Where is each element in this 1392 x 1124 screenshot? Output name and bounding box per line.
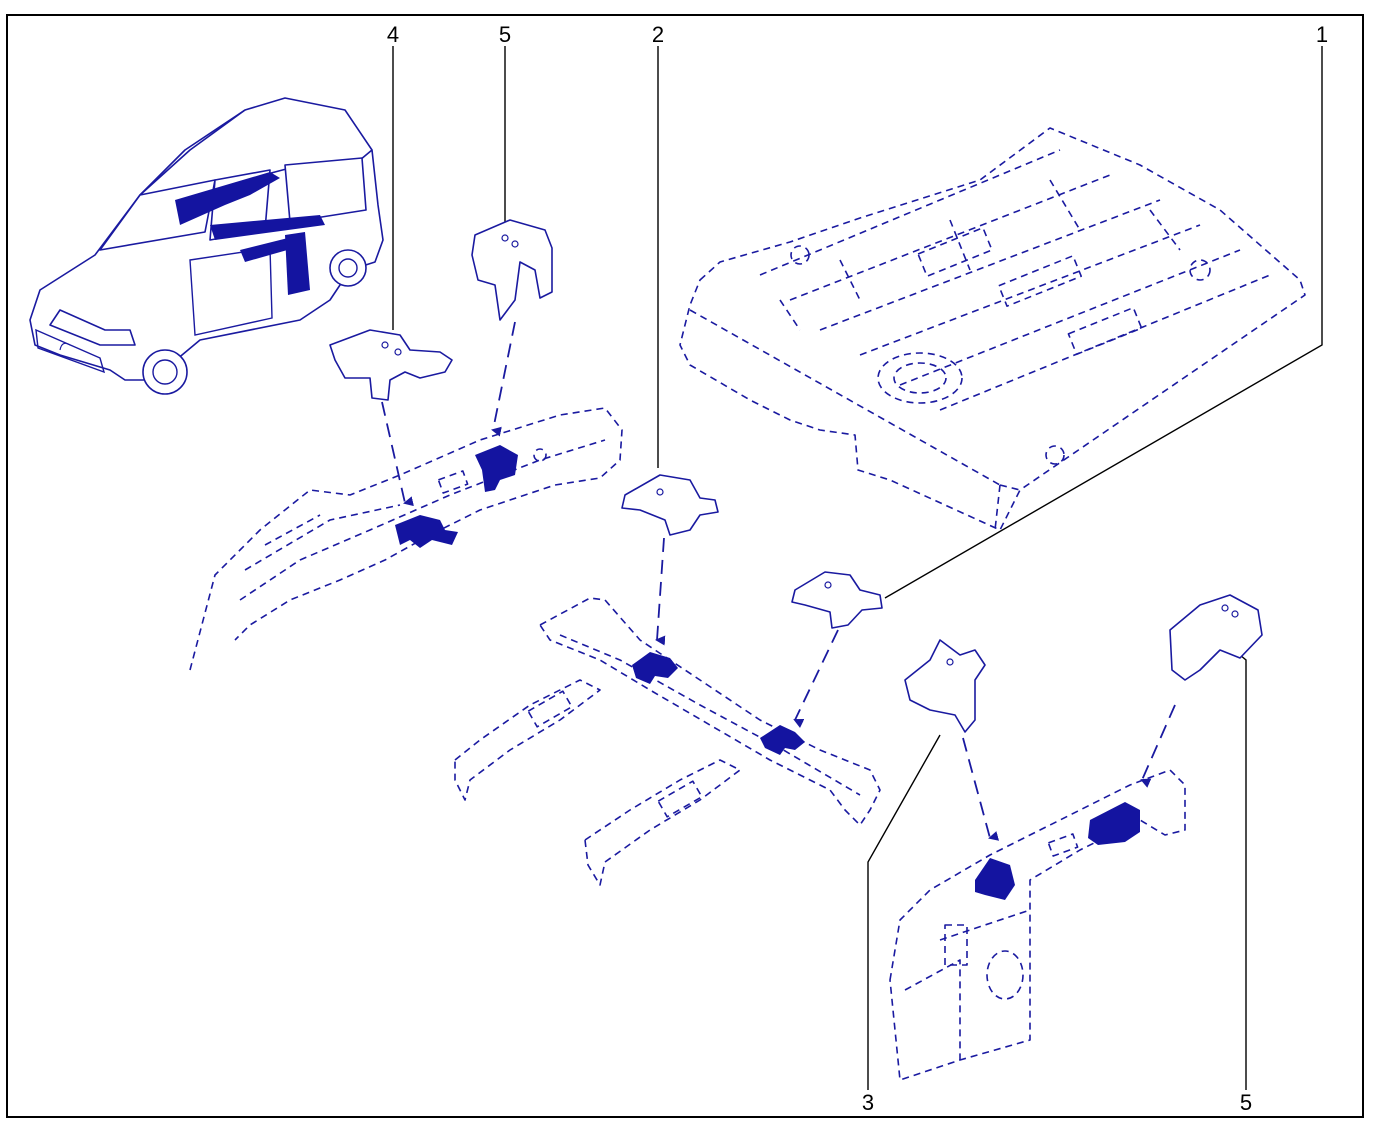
callout-label-4: 4 [387, 22, 399, 47]
arrow-part-1 [793, 629, 839, 728]
arrow-part-5-upper [491, 321, 516, 437]
middle-crossmember [454, 597, 881, 886]
installed-bracket-2 [632, 652, 678, 684]
installed-bracket-5-lower [1088, 802, 1140, 845]
callout-label-3: 3 [862, 1090, 874, 1115]
bracket-part-1 [791, 571, 883, 629]
arrow-part-5-lower [1140, 704, 1176, 788]
callout-label-1: 1 [1316, 22, 1328, 47]
bracket-part-4 [329, 329, 453, 401]
bracket-part-3 [904, 639, 986, 733]
installed-bracket-3 [975, 858, 1015, 900]
bracket-part-5-upper [471, 219, 553, 321]
front-side-member [189, 407, 623, 671]
rear-side-member [889, 769, 1186, 1081]
installed-bracket-5-upper [475, 445, 518, 492]
callout-label-5: 5 [499, 22, 511, 47]
callout-label-2: 2 [652, 22, 664, 47]
arrow-part-4 [381, 401, 414, 507]
bracket-part-2 [621, 474, 719, 536]
installed-bracket-1 [760, 725, 805, 755]
callout-label-5-bottom: 5 [1240, 1090, 1252, 1115]
diagram-frame [6, 14, 1364, 1118]
van-illustration [29, 97, 384, 395]
callouts: 4 5 2 1 3 5 [387, 22, 1328, 1115]
floor-panel [679, 127, 1306, 531]
bracket-part-5-lower [1169, 594, 1263, 681]
installed-bracket-4 [395, 515, 458, 548]
arrow-part-3 [962, 737, 1000, 841]
arrow-part-2 [655, 537, 666, 646]
